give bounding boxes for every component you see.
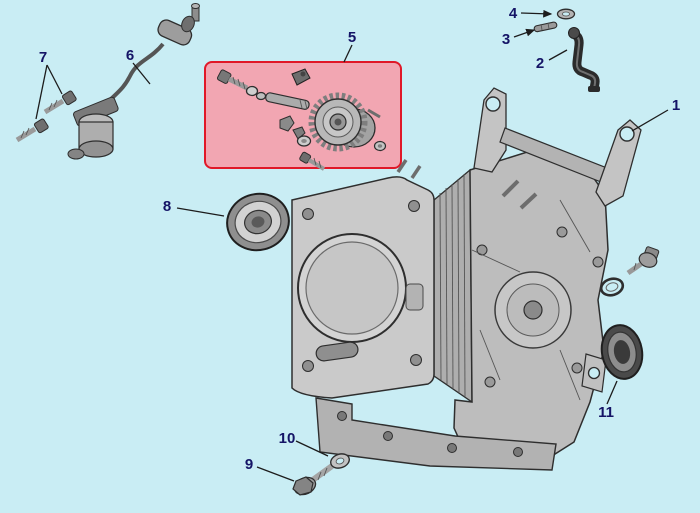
flyweight-icon: [292, 126, 306, 140]
lug-hole-icon: [587, 366, 601, 380]
base-hole-icon: [337, 411, 347, 421]
callout-8[interactable]: 8: [163, 198, 171, 215]
oil-seal[interactable]: [598, 322, 647, 382]
leader-line-2: [548, 49, 568, 61]
callout-11[interactable]: 11: [598, 404, 614, 421]
gear-pin-icon: [367, 108, 381, 119]
leader-line-5: [343, 44, 353, 63]
thrust-washer-icon: [296, 135, 312, 147]
leader-line-6: [132, 62, 151, 85]
washer-icon: [245, 85, 259, 97]
drain-washer[interactable]: [599, 276, 625, 297]
coil-bolt-icon: [43, 90, 77, 115]
governor-clip-icon: [291, 68, 311, 86]
governor-gear-assembly[interactable]: [216, 68, 387, 171]
leader-line-7a: [46, 64, 63, 95]
leader-line-11: [606, 380, 618, 405]
flyweight-icon: [279, 115, 295, 132]
washer-icon: [255, 91, 267, 101]
gear-bolt-icon: [216, 69, 249, 91]
boot-end-icon: [181, 15, 195, 33]
boss-icon: [592, 256, 604, 268]
base-hole-icon: [383, 431, 393, 441]
breather-pipe[interactable]: [568, 27, 601, 93]
callout-7[interactable]: 7: [39, 49, 47, 66]
gear-bolt-small-icon: [299, 151, 326, 171]
base-hole-icon: [513, 447, 523, 457]
callout-4[interactable]: 4: [509, 5, 518, 22]
leader-line-7b: [35, 64, 48, 120]
plain-washer[interactable]: [329, 452, 351, 471]
plug-wire-icon: [106, 42, 165, 104]
sealing-washer[interactable]: [556, 8, 576, 20]
leader-line-3: [513, 28, 536, 38]
cylinder-stud-icon: [396, 159, 538, 210]
leader-line-9: [256, 466, 295, 482]
governor-shaft-icon: [265, 92, 310, 110]
ignition-coil-assembly[interactable]: [15, 3, 200, 160]
bore-ring-icon: [305, 241, 399, 335]
bolt-hole-icon: [408, 200, 420, 212]
flange-bolt[interactable]: [292, 463, 334, 498]
boss-icon: [484, 376, 496, 388]
bolt-hole-icon: [410, 354, 422, 366]
gasket-slot-icon: [315, 341, 359, 362]
callout-9[interactable]: 9: [245, 456, 253, 473]
terminal-tip-icon: [191, 3, 200, 9]
coil-body-icon: [67, 96, 119, 160]
callout-6[interactable]: 6: [126, 47, 134, 64]
boss-icon: [571, 362, 583, 374]
callout-1[interactable]: 1: [672, 97, 680, 114]
mount-base-icon: [315, 397, 557, 471]
callout-2[interactable]: 2: [536, 55, 544, 72]
mount-hole-icon: [619, 126, 635, 142]
bolt-hole-icon: [302, 208, 314, 220]
engine-crankcase[interactable]: [291, 87, 642, 471]
ball-bearing[interactable]: [221, 187, 295, 256]
boss-icon: [476, 244, 488, 256]
leader-line-1: [631, 109, 669, 132]
leader-line-4: [520, 9, 553, 18]
callout-5[interactable]: 5: [348, 29, 356, 46]
passage-hole-icon: [405, 283, 424, 311]
bolt-hole-icon: [302, 360, 314, 372]
clip-pin-icon: [300, 71, 306, 77]
coil-bolt-icon: [15, 118, 49, 143]
base-hole-icon: [447, 443, 457, 453]
boss-icon: [556, 226, 568, 238]
mount-hole-icon: [485, 96, 501, 112]
governor-gear-icon: [308, 92, 368, 152]
leader-line-8: [176, 207, 225, 217]
callout-3[interactable]: 3: [502, 31, 510, 48]
leader-line-10: [295, 440, 329, 457]
drain-bolt[interactable]: [626, 246, 660, 276]
plug-boot-icon: [157, 19, 193, 46]
mount-arm-right-icon: [595, 119, 642, 207]
callout-10[interactable]: 10: [279, 430, 296, 447]
retainer-washer-icon: [373, 140, 387, 152]
